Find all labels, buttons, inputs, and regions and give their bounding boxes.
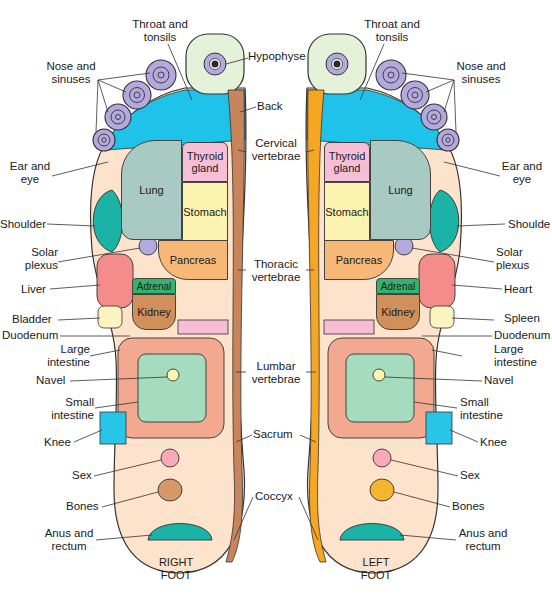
organ-label: Hypophyse bbox=[248, 50, 306, 63]
foot-caption: LEFT FOOT bbox=[346, 556, 406, 581]
zone-name: Thyroid gland bbox=[325, 150, 369, 174]
reflex-zone: Thyroid gland bbox=[182, 142, 228, 182]
zone-name: Thyroid gland bbox=[183, 150, 227, 174]
organ-label: Shoulde bbox=[508, 218, 550, 231]
organ-label: Large intestine bbox=[34, 343, 90, 369]
organ-label: Heart bbox=[504, 283, 532, 296]
foot-outline: RIGHT FOOT Lung Thyroid glandStomachPancre… bbox=[0, 0, 276, 600]
organ-label: Large intestine bbox=[494, 343, 550, 369]
reflex-zone: Lung bbox=[121, 140, 182, 240]
reflex-zone: Kidney bbox=[132, 294, 176, 330]
organ-label: Anus and rectum bbox=[42, 527, 96, 553]
organ-label: Bladder bbox=[12, 313, 52, 326]
organ-label: Spleen bbox=[504, 312, 540, 325]
zone-name: Pancreas bbox=[170, 254, 216, 266]
organ-label: Navel bbox=[36, 374, 65, 387]
foot-caption: RIGHT FOOT bbox=[146, 556, 206, 581]
organ-label: Navel bbox=[484, 374, 513, 387]
organ-label: Throat and tonsils bbox=[128, 18, 192, 44]
zone-name: Adrenal bbox=[137, 281, 171, 292]
zone-name: Stomach bbox=[183, 206, 226, 218]
organ-label: Small intestine bbox=[38, 396, 94, 422]
reflex-zone: Stomach bbox=[182, 182, 228, 242]
zone-name: Kidney bbox=[137, 306, 171, 318]
organ-label: Solar plexus bbox=[16, 246, 58, 272]
zone-name: Kidney bbox=[381, 306, 415, 318]
organ-label: Lumbar vertebrae bbox=[246, 360, 306, 386]
organ-label: Ear and eye bbox=[6, 160, 54, 186]
reflex-zone: Adrenal bbox=[132, 278, 176, 294]
reflex-zone: Kidney bbox=[376, 294, 420, 330]
organ-label: Duodenum bbox=[494, 329, 550, 342]
organ-label: Nose and sinuses bbox=[42, 60, 100, 86]
organ-label: Knee bbox=[480, 436, 507, 449]
zone-name: Lung bbox=[388, 184, 412, 196]
reflex-zone: Lung bbox=[370, 140, 431, 240]
organ-label: Small intestine bbox=[460, 396, 516, 422]
reflex-zone: Adrenal bbox=[376, 278, 420, 294]
organ-label: Ear and eye bbox=[498, 160, 546, 186]
organ-label: Throat and tonsils bbox=[360, 18, 424, 44]
organ-label: Sex bbox=[460, 469, 480, 482]
organ-label: Cervical vertebrae bbox=[246, 137, 306, 163]
organ-label: Bones bbox=[66, 500, 99, 513]
foot-drawing bbox=[91, 34, 246, 573]
organ-label: Thoracic vertebrae bbox=[246, 258, 306, 284]
organ-label: Anus and rectum bbox=[456, 527, 510, 553]
organ-label: Bones bbox=[452, 500, 485, 513]
organ-label: Liver bbox=[21, 283, 46, 296]
organ-label: Nose and sinuses bbox=[452, 60, 510, 86]
organ-label: Solar plexus bbox=[496, 246, 548, 272]
zone-name: Pancreas bbox=[336, 254, 382, 266]
organ-label: Sex bbox=[72, 469, 92, 482]
leader-lines-left bbox=[360, 44, 505, 540]
organ-label: Sacrum bbox=[253, 428, 293, 441]
leader-lines-right bbox=[47, 44, 192, 540]
zone-name: Lung bbox=[139, 184, 163, 196]
zone-name: Adrenal bbox=[381, 281, 415, 292]
organ-label: Knee bbox=[44, 436, 71, 449]
organ-label: Back bbox=[257, 100, 283, 113]
reflex-zone: Stomach bbox=[324, 182, 370, 242]
reflex-zone: Thyroid gland bbox=[324, 142, 370, 182]
foot-drawing bbox=[306, 34, 461, 573]
organ-label: Coccyx bbox=[255, 490, 293, 503]
zone-name: Stomach bbox=[325, 206, 368, 218]
foot-outline: LEFT FOOT Thyroid glandLungStomachPancrea… bbox=[276, 0, 552, 600]
organ-label: Shoulder bbox=[0, 218, 46, 231]
spine-leader-lines bbox=[226, 58, 318, 540]
organ-label: Duodenum bbox=[2, 329, 58, 342]
